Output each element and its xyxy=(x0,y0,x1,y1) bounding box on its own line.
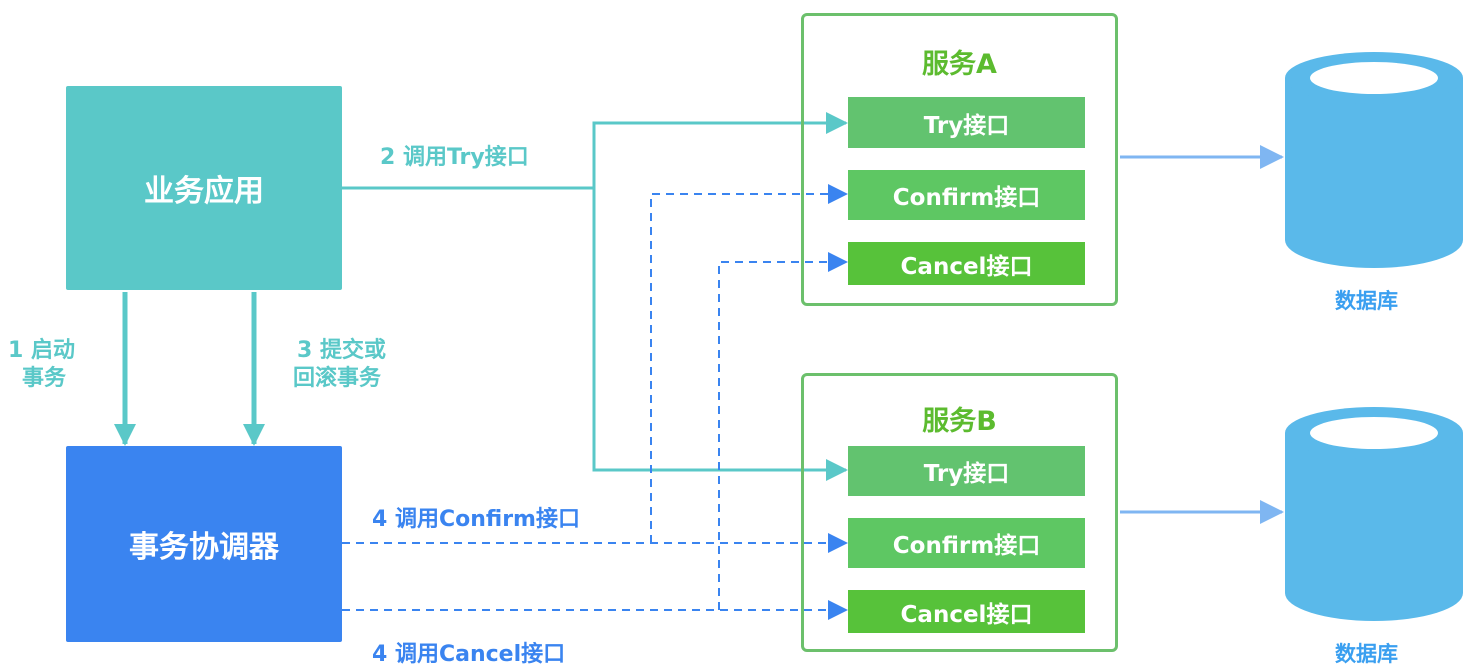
start-transaction-label: 1 启动 事务 xyxy=(8,337,75,393)
database-a-label: 数据库 xyxy=(1335,289,1398,313)
try-call-line xyxy=(342,112,848,190)
commit-rollback-label: 3 提交或 回滚事务 xyxy=(293,337,386,393)
service-a-try-interface: Try接口 xyxy=(848,97,1085,148)
transaction-coordinator-box: 事务协调器 xyxy=(66,446,342,642)
commit-rollback-line1: 3 提交或 xyxy=(297,338,386,363)
cancel-call-label: 4 调用Cancel接口 xyxy=(372,642,566,667)
database-b-icon xyxy=(1285,407,1463,621)
service-b-title: 服务B xyxy=(922,406,997,437)
try-call-line-b xyxy=(592,188,848,481)
coordinator-label: 事务协调器 xyxy=(129,530,279,565)
service-b-try-interface: Try接口 xyxy=(848,446,1085,496)
business-app-label: 业务应用 xyxy=(144,174,264,209)
cancel-call-line-a xyxy=(718,252,848,610)
database-b-label: 数据库 xyxy=(1335,642,1398,666)
database-a-icon xyxy=(1285,52,1463,268)
service-b-cancel-interface: Cancel接口 xyxy=(848,590,1085,633)
try-call-label: 2 调用Try接口 xyxy=(380,145,529,170)
service-b-box: 服务B xyxy=(801,373,1118,652)
start-transaction-line1: 1 启动 xyxy=(8,338,75,363)
service-a-cancel-interface: Cancel接口 xyxy=(848,242,1085,285)
service-a-box: 服务A xyxy=(801,13,1118,306)
service-a-confirm-interface: Confirm接口 xyxy=(848,170,1085,220)
start-transaction-line2: 事务 xyxy=(22,366,67,391)
confirm-call-line-a xyxy=(650,184,848,543)
service-a-title: 服务A xyxy=(922,49,997,80)
service-b-confirm-interface: Confirm接口 xyxy=(848,518,1085,568)
confirm-call-label: 4 调用Confirm接口 xyxy=(372,507,580,532)
commit-rollback-line2: 回滚事务 xyxy=(293,366,382,391)
business-app-box: 业务应用 xyxy=(66,86,342,290)
